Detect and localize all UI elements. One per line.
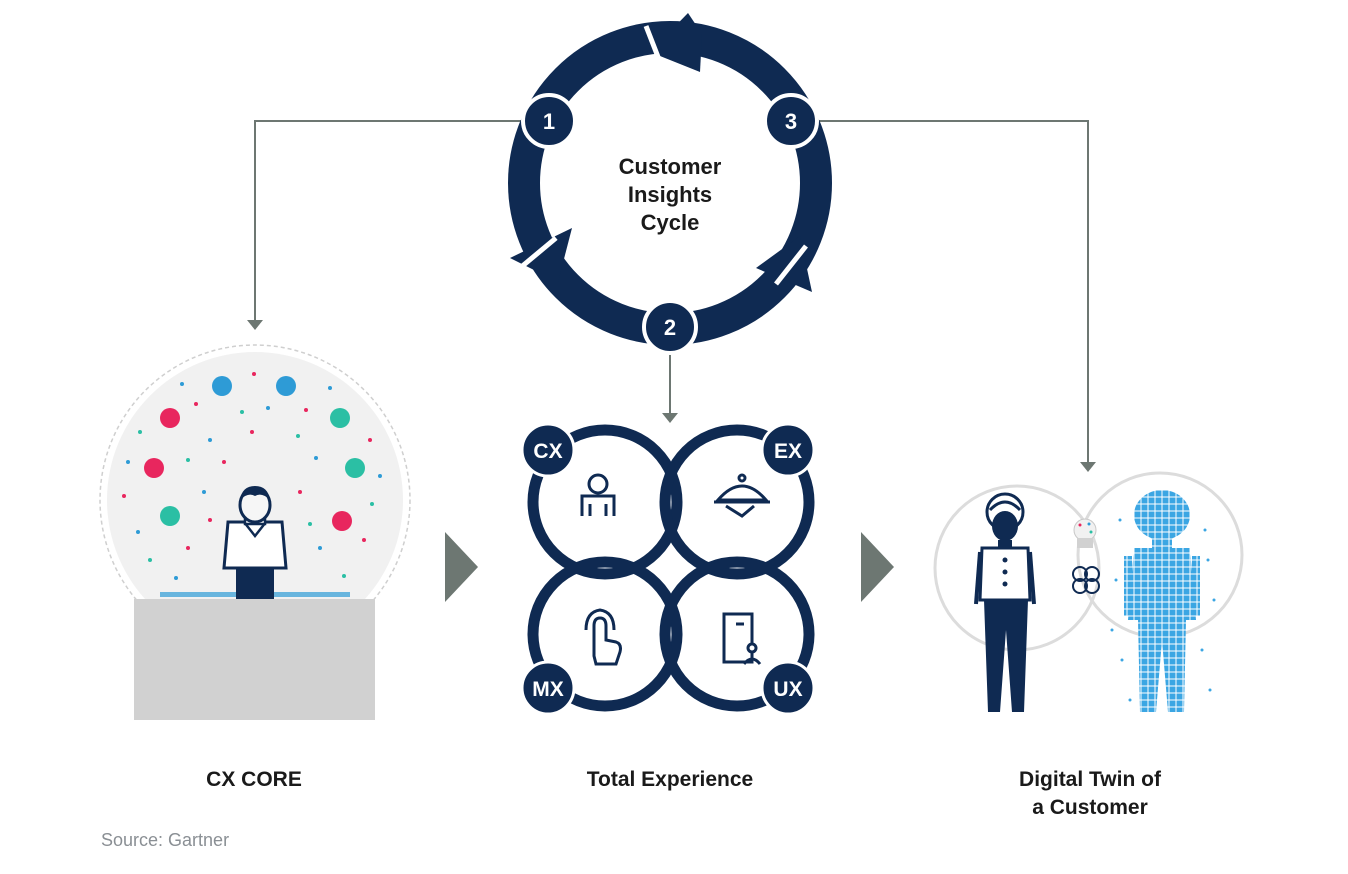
- cycle-step-1: 1: [521, 93, 577, 149]
- flow-chevron-2: [861, 532, 894, 602]
- digital-twin-illustration: [933, 471, 1244, 712]
- connector-to-digital-twin: [812, 120, 1089, 462]
- globe-dot: [345, 458, 365, 478]
- customer-figure-icon: [974, 492, 1036, 712]
- arrowhead-digital-twin: [1080, 462, 1096, 472]
- badge-ex: EX: [760, 422, 816, 478]
- total-experience-illustration: CX EX MX UX: [520, 422, 816, 716]
- cycle-step-3: 3: [763, 93, 819, 149]
- cycle-gap-top: [643, 25, 663, 63]
- caption-digital-twin-line-1: Digital Twin of: [1019, 768, 1161, 791]
- touch-tap-icon: [584, 608, 622, 666]
- badge-ux-label: UX: [773, 678, 802, 701]
- person-icon: [222, 486, 288, 600]
- globe-dot: [160, 506, 180, 526]
- globe-dot: [160, 408, 180, 428]
- customer-person-icon: [580, 473, 616, 516]
- caption-digital-twin-line-2: a Customer: [1032, 796, 1148, 819]
- cycle-arrowhead-right: [756, 236, 812, 292]
- connector-lines: [254, 120, 1089, 462]
- caption-digital-twin: Digital Twin of a Customer: [960, 766, 1220, 822]
- caption-total-experience: Total Experience: [586, 768, 754, 791]
- cx-core-illustration: [99, 344, 411, 720]
- badge-ex-label: EX: [774, 440, 802, 463]
- globe-dot: [332, 511, 352, 531]
- ring-cx: [527, 424, 683, 580]
- customer-insights-cycle: 1 2 3 Customer Insights Cycle: [508, 13, 832, 355]
- cycle-title-line-3: Cycle: [641, 210, 700, 235]
- cycle-gap-right: [774, 244, 808, 286]
- cycle-gap-left: [518, 236, 558, 270]
- cycle-title-line-2: Insights: [628, 182, 712, 207]
- globe-dot: [276, 376, 296, 396]
- service-cloche-icon: [714, 473, 770, 518]
- source-note: Source: Gartner: [101, 830, 230, 850]
- mini-globe-icon: [1073, 518, 1097, 548]
- badge-cx-label: CX: [533, 440, 562, 463]
- ring-ex: [659, 424, 815, 580]
- ring-mx: [527, 556, 683, 712]
- cycle-arrowhead-top: [650, 13, 702, 72]
- mini-rings-icon: [1072, 566, 1100, 594]
- mobile-user-icon: [722, 612, 762, 665]
- cycle-title-line-1: Customer: [619, 154, 722, 179]
- badge-cx: CX: [520, 422, 576, 478]
- cycle-step-3-label: 3: [785, 109, 797, 134]
- arrowhead-cx-core: [247, 320, 263, 330]
- cycle-step-1-label: 1: [543, 109, 555, 134]
- cycle-step-2-label: 2: [664, 315, 676, 340]
- arrowhead-total-experience: [662, 413, 678, 423]
- twin-sparkle-dots: [1110, 518, 1216, 702]
- cycle-step-2: 2: [642, 299, 698, 355]
- badge-mx: MX: [520, 660, 576, 716]
- digital-twin-figure-icon: [1124, 490, 1200, 712]
- globe-dot: [330, 408, 350, 428]
- ring-ux: [659, 556, 815, 712]
- badge-ux: UX: [760, 660, 816, 716]
- caption-cx-core: CX CORE: [206, 768, 302, 791]
- connector-to-cx-core: [254, 120, 528, 320]
- cycle-arrowhead-left: [510, 228, 572, 282]
- globe-dot: [212, 376, 232, 396]
- flow-chevron-1: [445, 532, 478, 602]
- globe-base: [134, 599, 375, 720]
- globe-small-dots: [122, 372, 382, 580]
- badge-mx-label: MX: [532, 678, 564, 701]
- globe-outer-dashed: [99, 344, 411, 656]
- globe-dot: [144, 458, 164, 478]
